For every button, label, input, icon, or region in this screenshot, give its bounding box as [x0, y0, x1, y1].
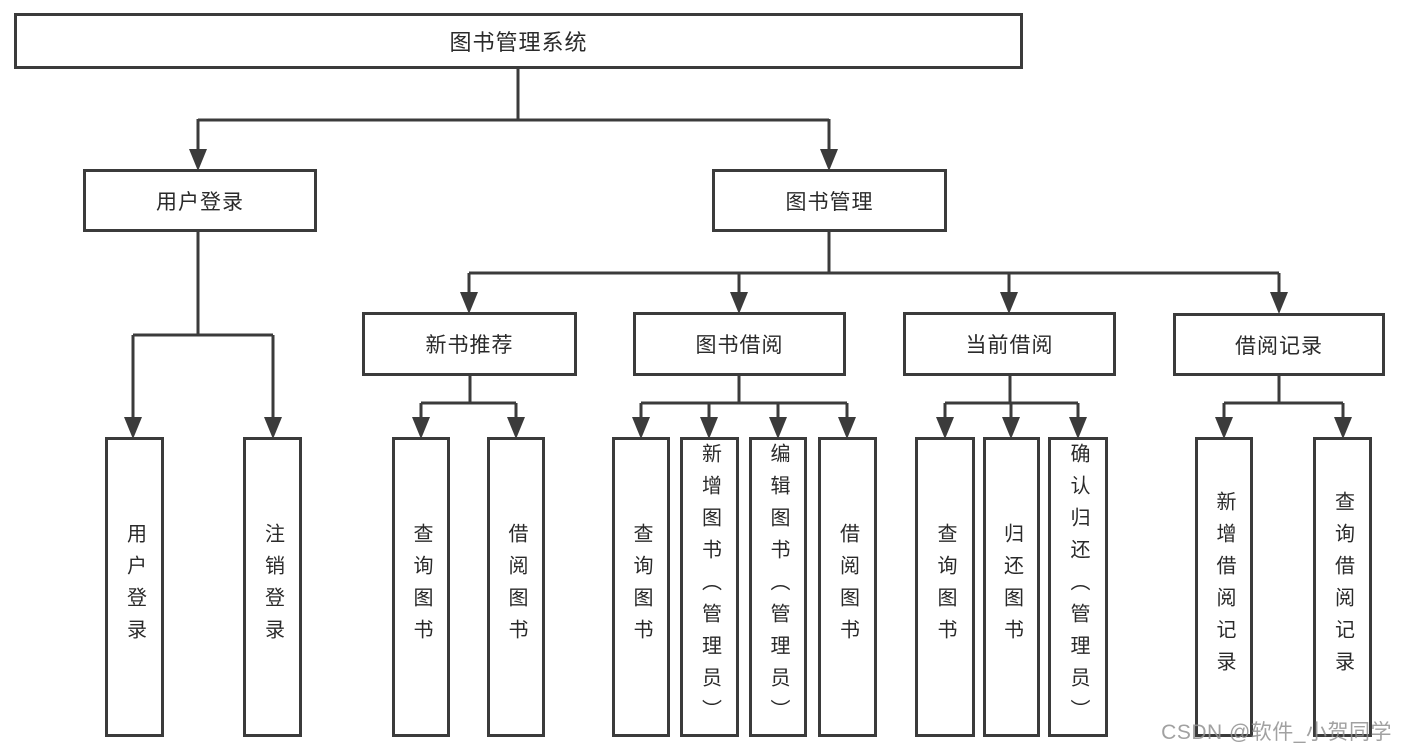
node-borrow-records: 借阅记录 — [1173, 313, 1385, 376]
connector-book-management — [467, 231, 1281, 294]
node-new-book-recommend: 新书推荐 — [362, 312, 577, 376]
node-edit-book-admin: 编辑图书（管理员） — [749, 437, 807, 737]
connector-book-borrow — [639, 376, 849, 419]
node-borrow-books-leaf: 借阅图书 — [818, 437, 877, 737]
connector-root — [196, 69, 831, 152]
node-user-login-leaf: 用户登录 — [105, 437, 164, 737]
node-borrow-books-recommend: 借阅图书 — [487, 437, 545, 737]
node-add-book-admin: 新增图书（管理员） — [680, 437, 739, 737]
csdn-watermark: CSDN @软件_小贺同学 — [1161, 721, 1392, 744]
node-book-borrow: 图书借阅 — [633, 312, 846, 376]
node-query-books-borrow: 查询图书 — [612, 437, 670, 737]
connector-borrow-records — [1222, 376, 1345, 419]
node-user-login: 用户登录 — [83, 169, 317, 232]
node-root: 图书管理系统 — [14, 13, 1023, 69]
node-book-management: 图书管理 — [712, 169, 947, 232]
node-query-borrow-record: 查询借阅记录 — [1313, 437, 1372, 737]
node-add-borrow-record: 新增借阅记录 — [1195, 437, 1253, 737]
node-query-books-recommend: 查询图书 — [392, 437, 450, 737]
connector-user-login — [131, 231, 275, 419]
node-logout: 注销登录 — [243, 437, 302, 737]
node-query-books-current: 查询图书 — [915, 437, 975, 737]
node-return-book: 归还图书 — [983, 437, 1040, 737]
node-current-borrow: 当前借阅 — [903, 312, 1116, 376]
connector-current-borrow — [943, 376, 1080, 419]
connector-new-book-recommend — [419, 376, 518, 419]
arrowheads — [124, 149, 1352, 439]
node-confirm-return-admin: 确认归还（管理员） — [1048, 437, 1108, 737]
